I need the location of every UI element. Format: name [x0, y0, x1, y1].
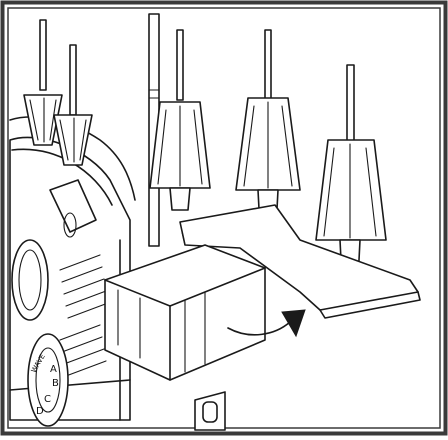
thread-cone-5: [315, 139, 387, 241]
dial-letter-b: B: [52, 378, 59, 389]
thread-guide-plate: [49, 179, 97, 233]
spool-pin-2: [53, 44, 93, 166]
thread-tray-box: [104, 244, 266, 381]
thread-cone-2: [53, 114, 93, 166]
dial-letter-d: D: [36, 406, 44, 417]
curved-arrow-icon: [227, 309, 306, 338]
bottom-knob: [194, 391, 226, 431]
dial-letter-c: C: [44, 394, 51, 405]
tension-dial: A B C D WAVE: [27, 333, 69, 427]
spool-pin-1: [23, 19, 63, 146]
thread-cone-1: [23, 94, 63, 146]
handwheel: [11, 239, 49, 321]
cone-holder-tray: [179, 204, 421, 319]
dial-letter-a: A: [50, 364, 57, 375]
spool-pin-3: [149, 29, 211, 211]
